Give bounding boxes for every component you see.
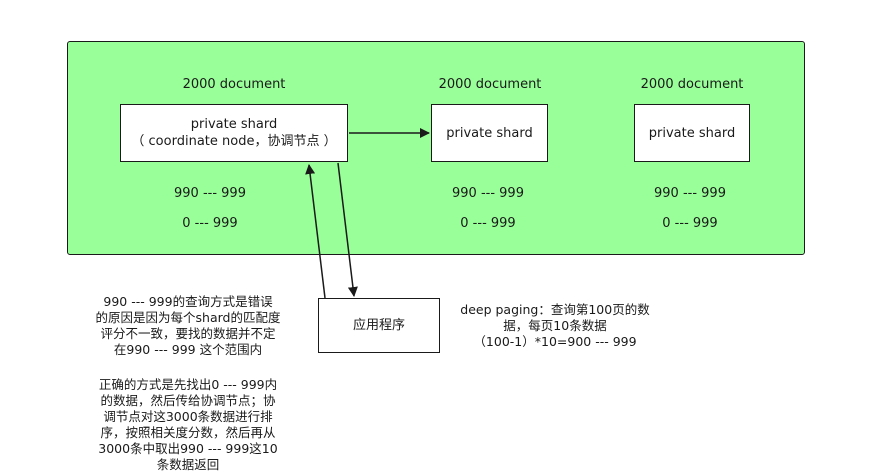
shard-3-title: private shard bbox=[648, 125, 736, 141]
shard-1-range-b: 0 --- 999 bbox=[182, 216, 238, 231]
shard-1-coordinate-node: private shard （ coordinate node，协调节点 ） bbox=[120, 104, 348, 162]
shard-3-range-b: 0 --- 999 bbox=[662, 216, 718, 231]
shard-1-range-a: 990 --- 999 bbox=[174, 186, 246, 201]
note-line: 调节点对这3000条数据进行排 bbox=[103, 409, 273, 424]
note-right-way: 正确的方式是先找出0 --- 999内 的数据，然后传给协调节点；协 调节点对这… bbox=[82, 377, 294, 473]
application-box: 应用程序 bbox=[318, 298, 440, 353]
shard-3-box: private shard bbox=[634, 104, 750, 162]
shard-3-range-a: 990 --- 999 bbox=[654, 186, 726, 201]
note-line: 序，按照相关度分数，然后再从 bbox=[100, 425, 276, 440]
note-line: 的数据，然后传给协调节点；协 bbox=[100, 393, 276, 408]
shard-2-title: private shard bbox=[446, 125, 533, 141]
note-deep-paging: deep paging：查询第100页的数 据，每页10条数据 （100-1）*… bbox=[452, 302, 658, 350]
note-line: deep paging：查询第100页的数 bbox=[460, 302, 650, 317]
shard-1-title: private shard bbox=[190, 117, 278, 132]
note-line: 3000条中取出990 --- 999这10 bbox=[98, 441, 278, 456]
shard-2-box: private shard bbox=[431, 104, 548, 162]
shard-2-range-a: 990 --- 999 bbox=[452, 186, 524, 201]
note-line: 正确的方式是先找出0 --- 999内 bbox=[98, 377, 278, 392]
shard-3-doc-count: 2000 document bbox=[640, 77, 744, 92]
arrow-coordinate-to-app bbox=[337, 162, 358, 297]
shard-2-doc-count: 2000 document bbox=[438, 77, 542, 92]
shard-1-doc-count: 2000 document bbox=[182, 77, 286, 92]
note-line: 的原因是因为每个shard的匹配度 bbox=[95, 310, 281, 325]
note-line: 条数据返回 bbox=[156, 457, 220, 472]
note-line: 在990 --- 999 这个范围内 bbox=[113, 342, 263, 357]
note-wrong-way: 990 --- 999的查询方式是错误 的原因是因为每个shard的匹配度 评分… bbox=[82, 294, 294, 358]
shard-2-range-b: 0 --- 999 bbox=[460, 216, 516, 231]
note-line: 990 --- 999的查询方式是错误 bbox=[103, 294, 273, 309]
note-line: 评分不一致，要找的数据并不定 bbox=[100, 326, 276, 341]
shard-1-subtitle: （ coordinate node，协调节点 ） bbox=[131, 134, 337, 149]
note-line: 据，每页10条数据 bbox=[503, 318, 607, 333]
note-line: （100-1）*10=900 --- 999 bbox=[473, 334, 637, 349]
application-label: 应用程序 bbox=[352, 318, 405, 333]
arrow-app-to-coordinate bbox=[305, 164, 326, 299]
